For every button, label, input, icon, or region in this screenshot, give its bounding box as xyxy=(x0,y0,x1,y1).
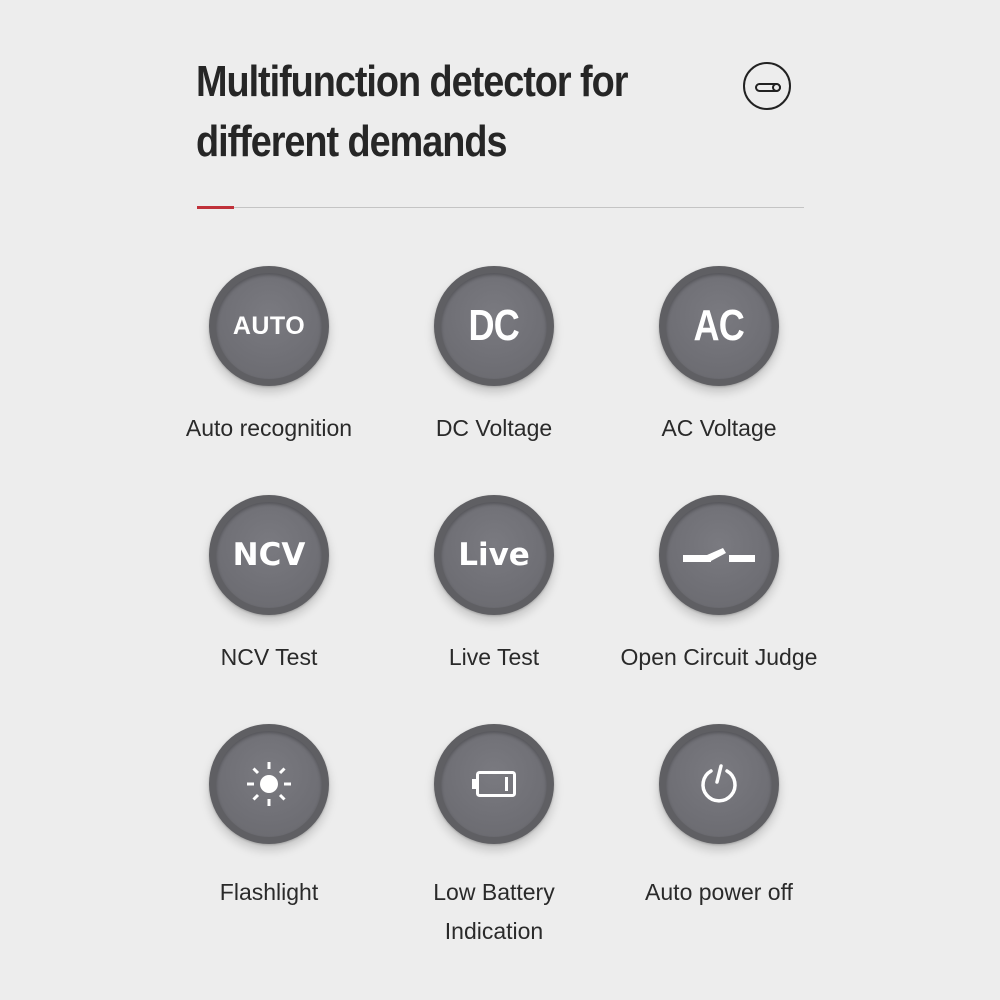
auto-badge: AUTO xyxy=(209,266,329,386)
auto-text-icon: AUTO xyxy=(232,311,306,340)
section-divider xyxy=(197,207,804,208)
feature-label: AC Voltage xyxy=(661,415,777,441)
feature-label: NCV Test xyxy=(220,644,318,670)
power-badge xyxy=(659,724,779,844)
ncv-badge: NCV xyxy=(209,495,329,615)
flashlight-badge xyxy=(209,724,329,844)
feature-label: Flashlight xyxy=(219,879,319,905)
live-text-icon: Live xyxy=(458,537,530,573)
low-battery-icon xyxy=(472,771,516,797)
title-line-1: Multifunction detector for xyxy=(196,57,628,106)
feature-label: Auto power off xyxy=(645,879,793,905)
ac-badge: AC xyxy=(659,266,779,386)
feature-label-line-2: Indication xyxy=(444,918,544,944)
divider-accent xyxy=(197,206,234,209)
feature-label: Low Battery Indication xyxy=(379,873,609,951)
ncv-text-icon: NCV xyxy=(232,537,306,573)
feature-label: Auto recognition xyxy=(185,415,353,441)
feature-label: Live Test xyxy=(448,644,540,670)
feature-label: Open Circuit Judge xyxy=(620,644,818,670)
toggle-switch-icon xyxy=(743,62,791,110)
feature-label-line-1: Low Battery xyxy=(433,879,555,905)
live-badge: Live xyxy=(434,495,554,615)
title-line-2: different demands xyxy=(196,117,507,166)
open-circuit-badge xyxy=(659,495,779,615)
low-battery-badge xyxy=(434,724,554,844)
dc-badge: DC xyxy=(434,266,554,386)
sun-icon xyxy=(247,762,291,806)
power-icon xyxy=(701,764,737,803)
feature-label: DC Voltage xyxy=(435,415,553,441)
page-title: Multifunction detector for different dem… xyxy=(196,52,643,172)
ac-text-icon: AC xyxy=(693,301,745,350)
dc-text-icon: DC xyxy=(468,301,520,350)
open-switch-icon xyxy=(683,548,755,562)
